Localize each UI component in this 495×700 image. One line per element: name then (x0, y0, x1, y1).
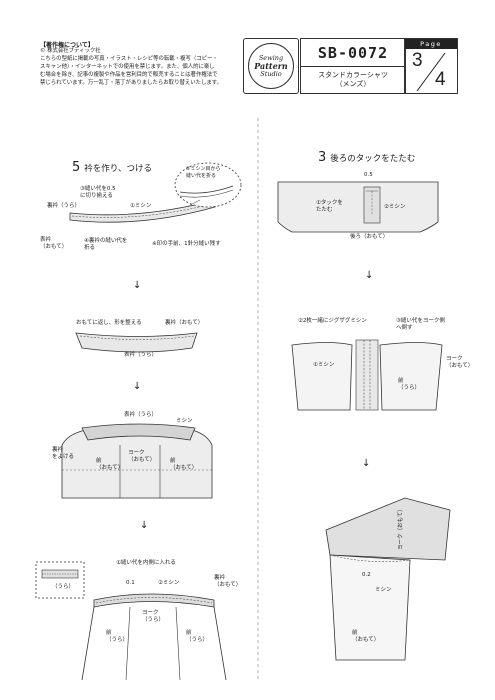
fig-label: ミシン (375, 587, 392, 593)
fig-label: ③縫い代を0.5 に切り揃える (80, 186, 116, 199)
fig-label: 前 （うら） (106, 630, 129, 643)
fig-label: ①ミシン (313, 362, 335, 368)
fig-label: ミシン (176, 418, 193, 424)
fig-label: 裏衿 （おもて） (214, 575, 242, 588)
copyright-line: 禁じられています。万一乱丁・落丁がありましたらお取り替えいたします。 (40, 80, 223, 86)
logo-line: Pattern (254, 61, 288, 71)
fig-label: 0.2 (362, 572, 371, 578)
page-current: 3 (412, 50, 423, 71)
brand-logo: Sewing Pattern Studio (243, 38, 299, 94)
fig-label: ヨーク （おもて） (446, 356, 474, 369)
fig-label: 表衿 （おもて） (40, 237, 68, 250)
fig-label: 前 （おもて） (96, 458, 124, 471)
pattern-title-line: （メンズ） (335, 80, 371, 88)
fig-label: ④裏衿の縫い代を 折る (84, 238, 128, 251)
fig-label: 0.1 (126, 580, 135, 586)
fig-label: ※印の手前、1針分縫い残す (152, 241, 221, 247)
pattern-title-line: スタンドカラーシャツ (318, 71, 388, 79)
page-total: 4 (435, 69, 446, 90)
fig-label: ①タックを たたむ (316, 200, 343, 213)
fig-label: ①ミシン (130, 203, 152, 209)
fig-label: 前 （おもて） (352, 630, 380, 643)
step-number: 3 (318, 150, 327, 165)
fig-label: 前 （おもて） (170, 458, 198, 471)
fig-label: ③縫い代をヨーク側 へ倒す (396, 318, 445, 331)
arrow-down-icon: ↓ (365, 270, 374, 281)
fig-label: 0.5 (364, 172, 373, 178)
copyright-line: む場合を除き、記事の複製や作品を営利目的で販売することは著作権法で (40, 72, 218, 78)
fig-label: ヨーク （うら） (142, 610, 165, 623)
pattern-title: スタンドカラーシャツ （メンズ） (300, 66, 406, 94)
copyright-line: スキャン他）・インターネットでの使用を禁じます。また、個人的に楽し (40, 64, 215, 70)
arrow-down-icon: ↓ (133, 381, 142, 392)
copyright-title: 【著作権について】 (40, 42, 94, 49)
fig-label: （うら） (52, 584, 75, 590)
fig-label: ②2枚一緒にジグザグミシン (298, 318, 367, 324)
arrow-down-icon: ↓ (133, 280, 142, 291)
fig-label: 表衿（うら） (124, 412, 158, 418)
page-slash (416, 52, 446, 92)
logo-line: Sewing (258, 54, 284, 62)
copyright-line: こちらの型紙に掲載の写真・イラスト・レシピ等の転載・複写（コピー・ (40, 56, 218, 62)
fig-label: 後ろ（おもて） (350, 234, 389, 240)
fig-label: ①縫い代を内側に入れる (116, 560, 176, 566)
pattern-code: SB-0072 (300, 38, 406, 66)
fig-label: 裏衿（おもて） (165, 320, 204, 326)
fig-label: 表衿（うら） (124, 352, 158, 358)
fig-label: 前 （うら） (398, 378, 421, 391)
fig-label: 裏衿（うら） (47, 203, 81, 209)
step-title: 衿を作り、つける (84, 164, 152, 174)
fig-label: おもてに返し、形を整える (76, 320, 142, 326)
page-indicator: Page 3 4 (404, 38, 458, 94)
logo-line: Studio (260, 70, 282, 78)
fig-label: ②ミシン (384, 204, 406, 210)
fig-label: 裏衿 をよける (52, 447, 75, 460)
fig-label: 前 （うら） (186, 630, 209, 643)
fig-label: ヨーク （おもて） (128, 450, 156, 463)
step-number: 5 (72, 160, 81, 175)
fig-label: ヨーク（おもて） (398, 506, 404, 550)
fig-label: ②ミシン目から 縫い代を折る (186, 166, 221, 179)
page-label: Page (405, 39, 457, 49)
step-title: 後ろのタックをたたむ (330, 154, 416, 164)
arrow-down-icon: ↓ (140, 520, 149, 531)
fig-label: ②ミシン (158, 580, 180, 586)
copyright-company: © 株式会社ブティック社 (40, 48, 101, 54)
arrow-down-icon: ↓ (362, 458, 371, 469)
